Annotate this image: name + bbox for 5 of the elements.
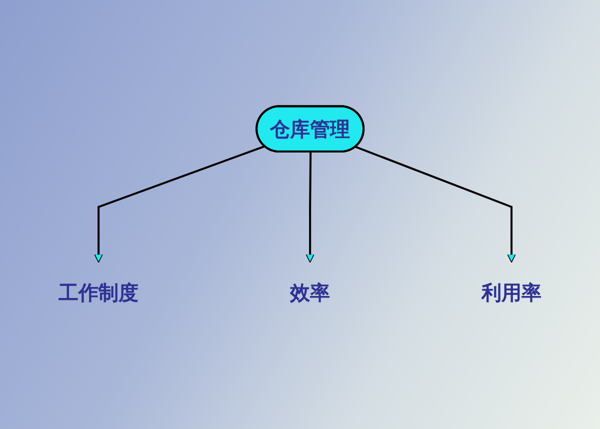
node-label: 工作制度 <box>58 280 139 305</box>
arrow <box>355 146 516 263</box>
arrow <box>94 145 266 263</box>
oval-node: 仓库管理 <box>256 105 365 153</box>
arrow <box>306 152 314 263</box>
